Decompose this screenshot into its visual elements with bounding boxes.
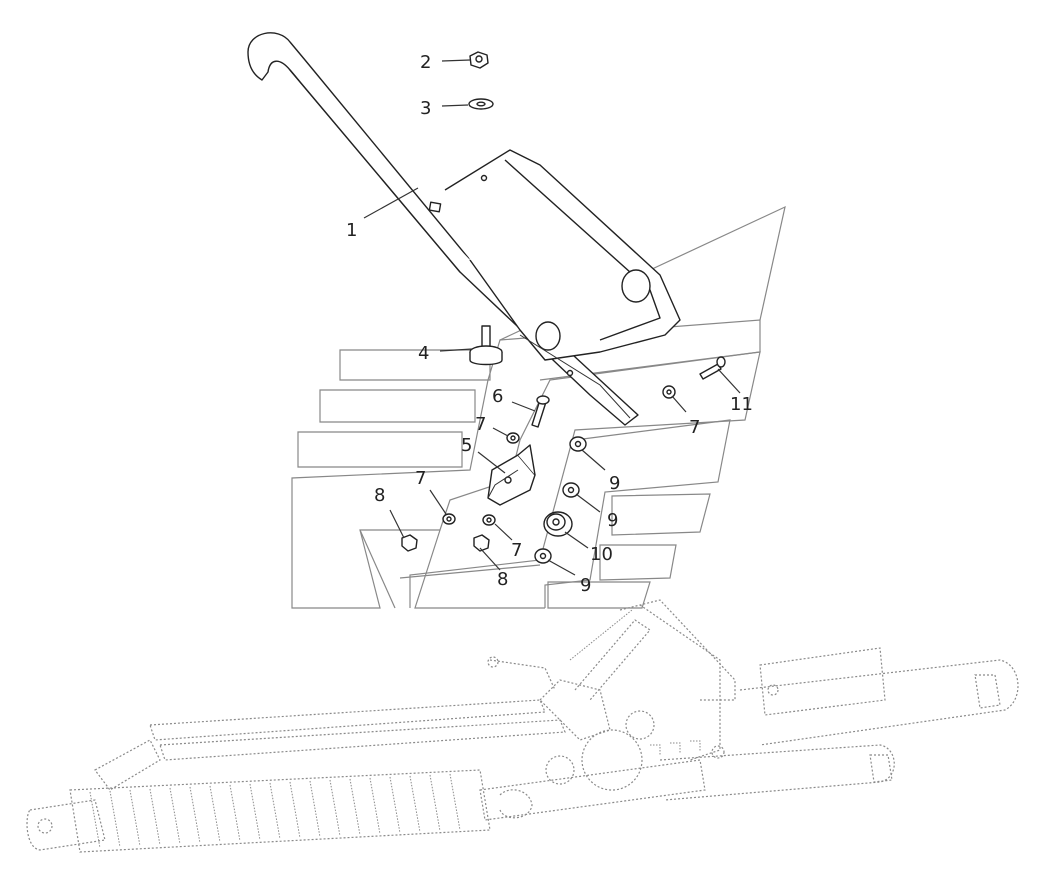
callout-4: 4 (418, 343, 429, 364)
callout-6: 6 (492, 386, 503, 407)
callout-8b: 8 (497, 569, 508, 590)
callout-5: 5 (461, 435, 472, 456)
callout-9c: 9 (580, 575, 591, 596)
callout-3: 3 (420, 98, 431, 119)
leader-lines (363, 59, 741, 576)
clip-bracket-part (487, 444, 536, 506)
callout-7d: 7 (689, 417, 700, 438)
callout-11: 11 (730, 394, 753, 415)
washer-part (468, 98, 494, 110)
flanged-stud-part (469, 325, 503, 366)
spacer-part-10 (543, 511, 573, 537)
callout-1: 1 (346, 220, 357, 241)
small-washers-part-7 (442, 385, 676, 526)
callout-9a: 9 (609, 473, 620, 494)
bolt-part-11 (699, 356, 726, 380)
ghosted-assembly (26, 599, 1019, 853)
callout-9b: 9 (607, 510, 618, 531)
callout-2: 2 (420, 52, 431, 73)
washers-part-9 (534, 436, 587, 564)
callout-labels: 1 2 3 4 5 6 7 7 7 7 8 8 9 9 9 10 11 (346, 52, 753, 596)
mounting-plate (291, 205, 786, 609)
lever-arm-part (247, 32, 681, 426)
callout-7a: 7 (475, 414, 486, 435)
bolt-part-6 (531, 395, 550, 428)
callout-10: 10 (590, 544, 613, 565)
hex-nut-part (469, 51, 489, 69)
nuts-part-8 (401, 534, 490, 552)
callout-7c: 7 (511, 540, 522, 561)
callout-8a: 8 (374, 485, 385, 506)
callout-7b: 7 (415, 468, 426, 489)
